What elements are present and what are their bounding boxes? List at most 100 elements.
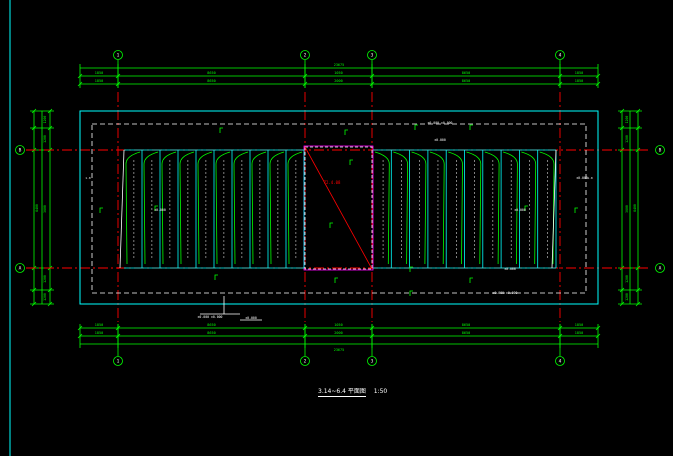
dim-top-total: 23675 — [334, 63, 345, 67]
dim-left-value: 1200 — [43, 135, 47, 143]
axis-bubble — [300, 356, 310, 366]
louver-blade-curve — [502, 151, 518, 265]
dim-bottom-value: 8650 — [207, 331, 215, 335]
louver-blade-curve — [484, 151, 500, 265]
axis-bubble-label-B: B — [659, 148, 662, 154]
dim-right-value: 1200 — [625, 275, 629, 283]
axis-bubble-label-A: A — [19, 266, 22, 272]
louver-blade-curve — [179, 151, 195, 265]
elevation-mark — [344, 129, 348, 135]
elevation-mark — [409, 266, 413, 272]
dim-left-value: 1200 — [43, 275, 47, 283]
louver-blade-curve — [287, 151, 303, 265]
axis-bubble-label-1: 1 — [117, 359, 120, 365]
dim-right-value: 3600 — [625, 205, 629, 213]
louver-blade-curve — [429, 151, 445, 265]
dim-top-value: 1850 — [575, 71, 583, 75]
elevation-mark — [349, 159, 353, 165]
note-n5: ±0.000 ±0.000 — [493, 291, 518, 295]
louver-blade-curve — [448, 151, 463, 265]
louver-blade-curve — [215, 151, 231, 265]
louver-blade-curve — [374, 151, 390, 265]
axis-bubble — [113, 356, 123, 366]
note-n2: ±0.000 — [434, 138, 446, 142]
elevation-mark — [574, 207, 578, 213]
dim-bottom-value: 1850 — [575, 323, 583, 327]
dim-bottom-value: 1850 — [95, 323, 103, 327]
louver-hatch — [119, 149, 557, 269]
dim-tick-slash — [31, 301, 37, 307]
dim-bottom-value: 1050 — [334, 323, 342, 327]
elevation-mark — [154, 205, 158, 211]
elevation-mark — [409, 290, 413, 296]
louver-right-end — [551, 149, 557, 269]
building-outline: 72.4.08 — [79, 110, 599, 305]
axis-bubble-label-3: 3 — [371, 53, 374, 59]
dim-tick-slash — [31, 125, 37, 131]
axis-bubble-label-A: A — [659, 266, 662, 272]
annotation-texts: ±0.000 ±0.000 ±0.000 ±0.000 ±0.000 ±0.000 ±0… — [85, 121, 593, 321]
elevation-mark — [99, 207, 103, 213]
center-opening-diagonal — [304, 146, 373, 270]
note-n3: ±0.000 — [154, 208, 166, 212]
dim-tick-slash — [77, 81, 83, 87]
drawing-title: 3.14~6.4 平面图 — [318, 388, 366, 397]
dim-top-value: 2000 — [334, 79, 342, 83]
elevation-mark — [329, 222, 333, 228]
dim-tick-slash — [77, 73, 83, 79]
dim-top-value: 1850 — [575, 79, 583, 83]
dim-left-value: 1200 — [43, 293, 47, 301]
dim-tick-slash — [47, 287, 53, 293]
louver-blade-curve — [269, 151, 285, 265]
elevation-mark — [469, 124, 473, 130]
note-n7: ±0.000 — [576, 176, 588, 180]
elevation-mark — [469, 277, 473, 283]
louver-blade-curve — [411, 151, 427, 265]
dim-tick-slash — [595, 81, 601, 87]
louver-left-end — [119, 149, 125, 269]
dim-top-value: 8650 — [207, 71, 215, 75]
dim-tick-slash — [635, 287, 641, 293]
axis-bubble — [113, 50, 123, 60]
dim-bottom-total: 23675 — [334, 348, 345, 352]
drawing-title-block: 3.14~6.4 平面图 1:50 — [318, 386, 388, 397]
dim-top-value: 8650 — [462, 71, 470, 75]
dim-top-value: 1050 — [334, 71, 342, 75]
dim-top-value: 1850 — [95, 79, 103, 83]
building-outer-wall — [79, 110, 599, 305]
dim-right-total: 8400 — [633, 204, 637, 212]
axis-bubble — [367, 50, 377, 60]
dim-tick-slash — [635, 108, 641, 114]
louver-blade-curve — [143, 151, 159, 265]
axis-bubble — [655, 145, 665, 155]
dim-bottom-value: 8650 — [462, 323, 470, 327]
dim-left-value: 3600 — [43, 205, 47, 213]
callout-c2: ±0.000 — [245, 316, 257, 320]
dim-bottom-value: 8650 — [207, 323, 215, 327]
dim-tick-slash — [31, 287, 37, 293]
dim-bottom-value: 2000 — [334, 331, 342, 335]
dim-tick-slash — [619, 287, 625, 293]
dim-top-value: 8650 — [462, 79, 470, 83]
axis-bubble-label-3: 3 — [371, 359, 374, 365]
louver-blade-curve — [197, 151, 213, 265]
axis-bubble — [300, 50, 310, 60]
drawing-scale: 1:50 — [373, 388, 388, 395]
louver-blade-curve — [393, 151, 409, 265]
note-n4: ±0.000 — [514, 208, 526, 212]
dim-right-value: 1200 — [625, 135, 629, 143]
louver-blade-curve — [466, 151, 482, 265]
dim-top-value: 1850 — [95, 71, 103, 75]
dim-tick-slash — [635, 301, 641, 307]
dim-tick-slash — [619, 108, 625, 114]
axis-bubble — [555, 356, 565, 366]
louver-blade-curve — [539, 151, 555, 265]
elevation-mark — [414, 124, 418, 130]
elevation-mark — [219, 127, 223, 133]
dim-tick-slash — [595, 73, 601, 79]
louver-blade-curve — [233, 151, 249, 265]
dim-tick-slash — [595, 333, 601, 339]
